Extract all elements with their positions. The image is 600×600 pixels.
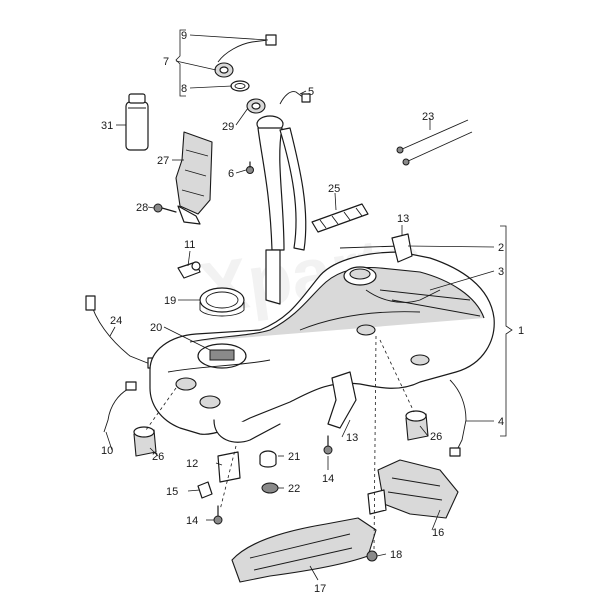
- callout-21: 21: [288, 451, 300, 463]
- part-11-connector[interactable]: [177, 261, 201, 279]
- callout-12: 12: [186, 458, 198, 470]
- part-21-grommet[interactable]: [259, 450, 277, 468]
- part-28-screw[interactable]: [153, 203, 177, 213]
- callout-31: 31: [101, 120, 113, 132]
- callout-27: 27: [157, 155, 169, 167]
- callout-23: 23: [422, 111, 434, 123]
- callout-26-right: 26: [430, 431, 442, 443]
- callout-15: 15: [166, 486, 178, 498]
- callout-14-left: 14: [186, 515, 198, 527]
- part-12-bracket[interactable]: [217, 451, 241, 483]
- part-13-strap-lower[interactable]: [327, 371, 357, 429]
- part-6-screw[interactable]: [246, 161, 254, 174]
- part-4-fuel-line[interactable]: [449, 379, 467, 457]
- part-14-bolt-right[interactable]: [323, 435, 333, 455]
- part-26-buffer-right[interactable]: [405, 410, 429, 441]
- callout-22: 22: [288, 483, 300, 495]
- part-16-heat-shield[interactable]: [367, 459, 459, 519]
- part-3-vent-line[interactable]: [365, 289, 441, 303]
- callout-20: 20: [150, 322, 162, 334]
- group-bracket-7-9: [175, 29, 186, 97]
- callout-3: 3: [498, 266, 504, 278]
- callout-14-right: 14: [322, 473, 334, 485]
- part-29-cap-seal[interactable]: [246, 98, 266, 114]
- callout-29: 29: [222, 121, 234, 133]
- callout-9: 9: [181, 30, 187, 42]
- part-27-heat-shield[interactable]: [175, 131, 213, 225]
- part-23-cable-ties[interactable]: [396, 119, 473, 166]
- part-14-bolt-left[interactable]: [213, 505, 223, 525]
- part-15-fastener[interactable]: [197, 481, 213, 499]
- callout-19: 19: [164, 295, 176, 307]
- part-24-wiring-harness[interactable]: [85, 295, 159, 369]
- group-bracket-1: [500, 225, 513, 437]
- callout-17: 17: [314, 583, 326, 595]
- part-18-nut[interactable]: [366, 550, 378, 562]
- callout-2: 2: [498, 242, 504, 254]
- part-31-bottle[interactable]: [125, 93, 149, 151]
- callout-7: 7: [163, 56, 169, 68]
- callout-6: 6: [228, 168, 234, 180]
- part-7-grommet[interactable]: [214, 62, 234, 78]
- callout-1: 1: [518, 325, 524, 337]
- part-13-bracket-upper[interactable]: [391, 233, 413, 263]
- part-5-vent-line[interactable]: [279, 91, 311, 105]
- part-17-underbody-shield[interactable]: [231, 517, 377, 583]
- callout-18: 18: [390, 549, 402, 561]
- callout-26-left: 26: [152, 451, 164, 463]
- callout-5: 5: [308, 86, 314, 98]
- assembly-lines: [145, 335, 415, 551]
- part-25-cable-clip[interactable]: [311, 203, 369, 233]
- callout-13-upper: 13: [397, 213, 409, 225]
- callout-13-lower: 13: [346, 432, 358, 444]
- callout-11: 11: [184, 239, 195, 251]
- filler-neck[interactable]: [256, 115, 307, 305]
- callout-8: 8: [181, 83, 187, 95]
- callout-10: 10: [101, 445, 113, 457]
- callout-28: 28: [136, 202, 148, 214]
- part-8-o-ring[interactable]: [230, 80, 250, 92]
- callout-25: 25: [328, 183, 340, 195]
- part-22-grommet[interactable]: [261, 482, 279, 494]
- part-1-fuel-tank[interactable]: [149, 251, 495, 443]
- callout-24: 24: [110, 315, 122, 327]
- callout-4: 4: [498, 416, 504, 428]
- part-26-buffer-left[interactable]: [133, 426, 157, 457]
- callout-labels: 9 7 8 5 29 31 6 27 28 11 19 20 24 10 26 …: [101, 30, 524, 595]
- part-10-fuel-line[interactable]: [103, 381, 137, 433]
- leader-lines: [105, 34, 495, 581]
- callout-16: 16: [432, 527, 444, 539]
